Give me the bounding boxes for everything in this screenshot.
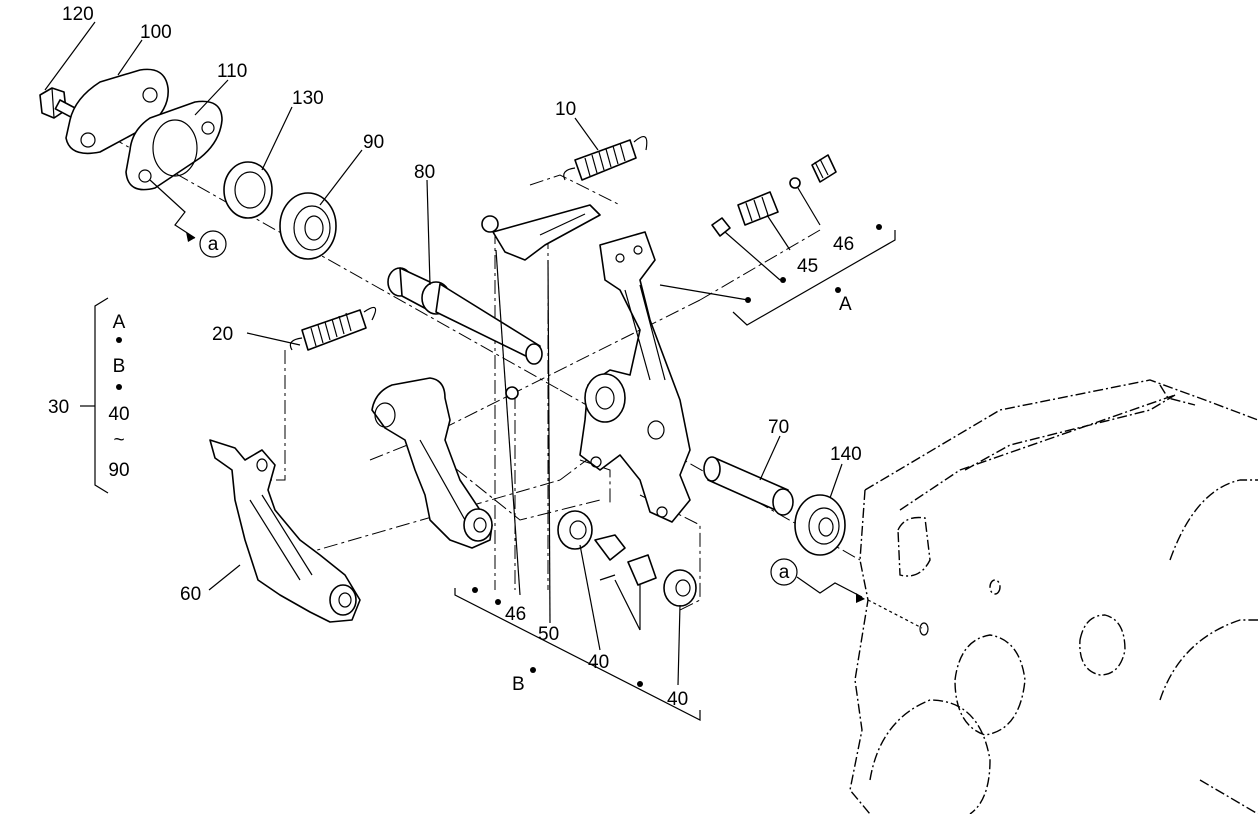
lever-middle xyxy=(371,377,519,549)
group-30-list: A B 40 ~ 90 xyxy=(108,312,129,481)
bushings-40 xyxy=(557,510,697,607)
label-40-left: 40 xyxy=(588,652,609,673)
label-130: 130 xyxy=(292,88,324,109)
part-labels: 120 100 110 130 90 10 80 46 45 A 20 30 6… xyxy=(48,4,862,710)
label-10: 10 xyxy=(555,99,576,120)
ring-130 xyxy=(223,161,273,219)
svg-text:40: 40 xyxy=(108,404,129,425)
svg-text:~: ~ xyxy=(113,430,124,451)
lever-60 xyxy=(209,439,361,623)
leader-lines xyxy=(44,21,865,721)
label-140: 140 xyxy=(830,444,862,465)
bolt-120 xyxy=(39,87,82,121)
svg-text:A: A xyxy=(113,312,126,333)
spring-20 xyxy=(289,306,377,351)
shaft-80 xyxy=(387,267,543,365)
label-120: 120 xyxy=(62,4,94,25)
bearing-140 xyxy=(794,494,846,556)
label-A: A xyxy=(839,294,852,315)
label-100: 100 xyxy=(140,22,172,43)
lever-main xyxy=(579,231,691,523)
gasket-110 xyxy=(125,100,223,191)
label-30: 30 xyxy=(48,397,69,418)
svg-text:a: a xyxy=(779,562,790,583)
cover-plate-100 xyxy=(65,68,169,155)
callout-circle-a-right: a xyxy=(770,558,798,586)
engine-housing xyxy=(849,379,1258,814)
svg-text:a: a xyxy=(208,234,219,255)
link-50 xyxy=(481,204,601,261)
svg-text:B: B xyxy=(113,356,126,377)
label-B: B xyxy=(512,674,525,695)
label-45: 45 xyxy=(797,256,818,277)
callout-circle-a-left: a xyxy=(199,230,227,258)
label-46-upper: 46 xyxy=(833,234,854,255)
label-90: 90 xyxy=(363,132,384,153)
sleeve-70 xyxy=(703,456,794,516)
bearing-90 xyxy=(279,192,337,260)
label-80: 80 xyxy=(414,162,435,183)
label-20: 20 xyxy=(212,324,233,345)
label-40-right: 40 xyxy=(667,689,688,710)
label-50: 50 xyxy=(538,624,559,645)
svg-text:90: 90 xyxy=(108,460,129,481)
spring-set-45-46 xyxy=(659,154,896,326)
label-70: 70 xyxy=(768,417,789,438)
label-60: 60 xyxy=(180,584,201,605)
spring-10 xyxy=(563,135,648,181)
label-110: 110 xyxy=(217,61,247,82)
label-46-lower: 46 xyxy=(505,604,526,625)
